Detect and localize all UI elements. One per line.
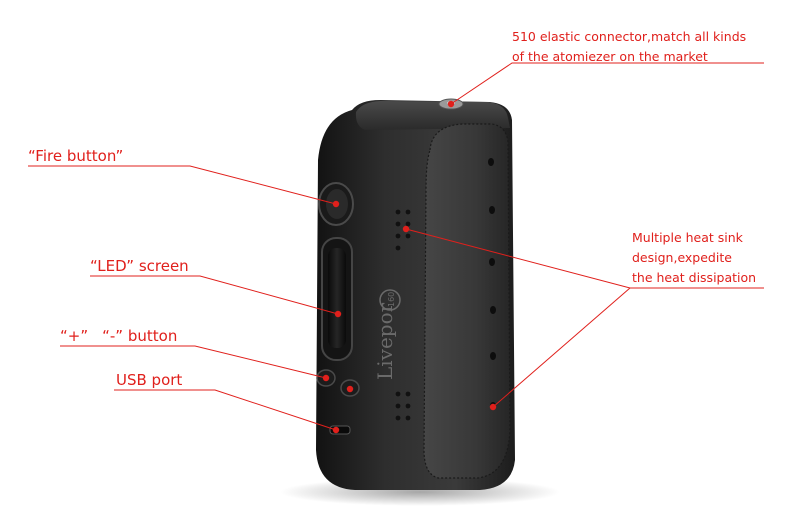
brand-badge-text: 160: [387, 292, 396, 307]
heat-sink-callout: Multiple heat sink design,expedite the h…: [632, 228, 756, 288]
led-screen-callout: “LED” screen: [90, 257, 189, 275]
minus-callout-text: “-” button: [102, 327, 178, 345]
leather-panel: [423, 123, 511, 479]
plus-callout-text: “+”: [60, 327, 89, 345]
connector-callout-line2: of the atomiezer on the market: [512, 49, 708, 64]
heat-sink-callout-line2: design,expedite: [632, 250, 732, 265]
fire-button-callout: “Fire button”: [28, 147, 124, 165]
connector-callout-line1: 510 elastic connector,match all kinds: [512, 29, 747, 44]
brand-text: Livepor: [373, 302, 397, 380]
side-vents-upper: [395, 209, 411, 251]
led-screen-glass: [328, 248, 346, 348]
usb-port-callout: USB port: [116, 371, 183, 389]
callout-dots: [322, 100, 497, 434]
side-vents-lower: [395, 391, 411, 421]
callout-lines: [28, 62, 764, 431]
plus-minus-callout: “+” “-” button: [60, 326, 177, 346]
top-plate: [355, 101, 510, 130]
back-vents: [488, 158, 496, 410]
heat-sink-callout-line1: Multiple heat sink: [632, 230, 743, 245]
heat-sink-callout-line3: the heat dissipation: [632, 270, 757, 285]
brand-badge: [379, 289, 401, 311]
connector-callout: 510 elastic connector,match all kinds of…: [512, 27, 746, 67]
